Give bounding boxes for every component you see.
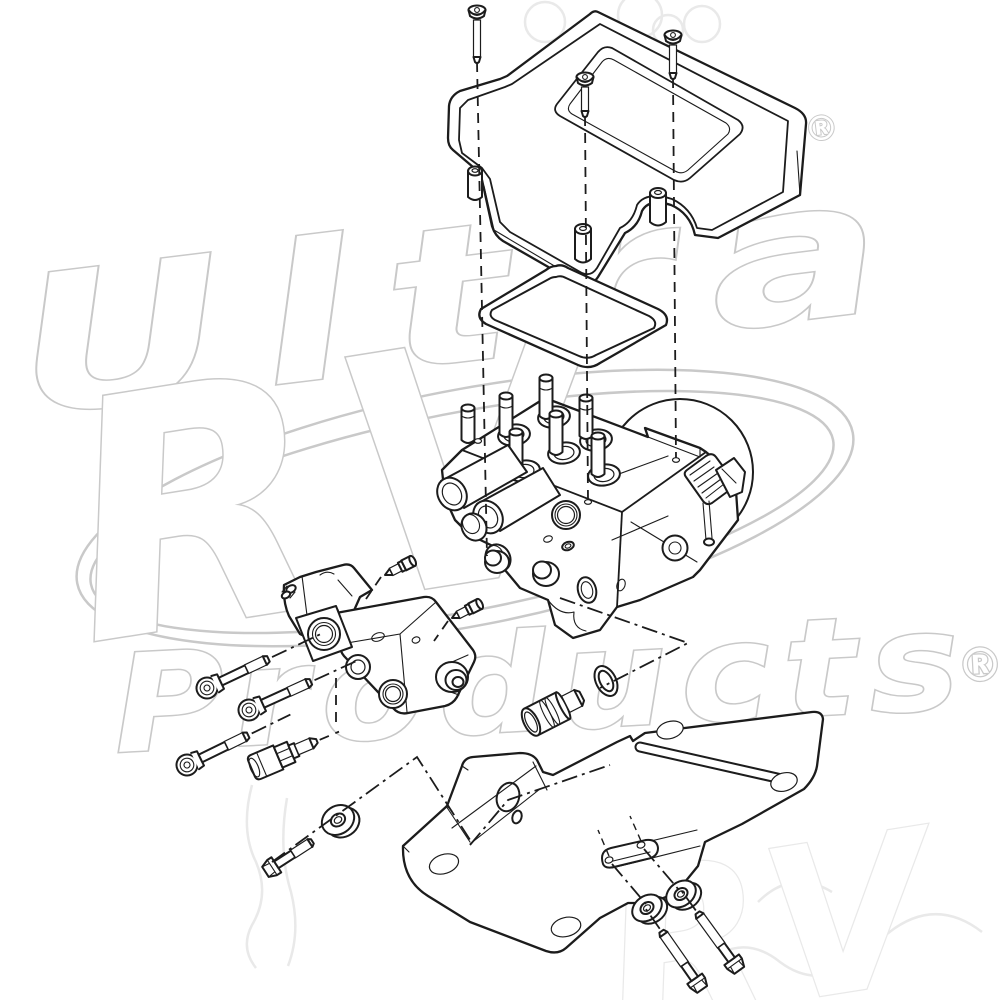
side-mount-hole — [661, 534, 689, 562]
valve-port-3 — [378, 679, 408, 709]
watermark-registered-small: ® — [802, 107, 841, 151]
hex-bolt-2 — [644, 907, 709, 994]
cover-standoff-1 — [467, 165, 483, 201]
bracket-hole — [770, 771, 798, 793]
bottom-oval-port — [576, 576, 598, 604]
pressure-switch — [246, 730, 340, 781]
bracket-hole — [428, 853, 460, 875]
screw3-axis — [672, 77, 677, 459]
ecu-cover — [446, 10, 808, 287]
assembly-leader-lines — [271, 61, 691, 905]
hex-bolt-1 — [261, 838, 315, 878]
cover-screw-1 — [467, 4, 487, 64]
mounting-bolt-3 — [175, 713, 291, 777]
grommet-2 — [631, 893, 669, 925]
bleeder-axes — [365, 576, 449, 642]
valve-body — [436, 373, 754, 640]
piston-boss-1 — [460, 512, 488, 542]
pin — [460, 403, 476, 444]
cover-screw-3 — [663, 29, 683, 80]
pin — [538, 373, 554, 420]
bracket-stud — [280, 584, 297, 600]
valve-nose — [435, 654, 469, 696]
front-boss-2 — [532, 560, 560, 587]
pin — [590, 431, 606, 478]
accumulator-1 — [436, 444, 528, 512]
screw2-axis — [584, 115, 589, 501]
electrical-connector — [683, 453, 746, 547]
cover-standoff-2 — [574, 223, 592, 264]
ghost-swirls-left — [245, 784, 297, 969]
watermark-registered: ® — [956, 637, 1000, 693]
pin — [578, 393, 594, 440]
combination-valve — [295, 595, 477, 715]
front-threaded-port — [551, 500, 581, 530]
grommet-1 — [320, 804, 361, 839]
valve-port-1 — [307, 617, 341, 651]
bracket-hole — [550, 916, 582, 938]
screw-hole-2 — [583, 499, 593, 505]
pin — [548, 409, 564, 456]
screw1-axis — [476, 61, 488, 557]
bracket-hole — [656, 720, 684, 740]
bleeder-screw-1 — [384, 554, 418, 577]
grommet-bolt-axis — [271, 755, 473, 863]
hex-bolt-3 — [680, 889, 746, 975]
mounting-bolt-1 — [195, 632, 324, 700]
cover-screw-2 — [575, 71, 595, 118]
bleeder-screw-2 — [451, 597, 485, 620]
front-boss-1 — [484, 549, 510, 574]
keyhole-axis — [469, 764, 611, 846]
solenoid-pins — [460, 373, 606, 478]
mounting-bracket — [401, 710, 825, 954]
valve-port-2 — [345, 654, 371, 680]
screw-hole-1 — [473, 438, 483, 444]
filter-fitting — [520, 688, 586, 737]
cover-standoff-3 — [649, 187, 667, 227]
screw-hole-3 — [671, 457, 681, 463]
step-hole-dashes — [597, 815, 642, 857]
isolator-axes — [611, 848, 680, 905]
front-small-port — [561, 540, 575, 552]
mounting-bolt-2 — [237, 659, 359, 722]
